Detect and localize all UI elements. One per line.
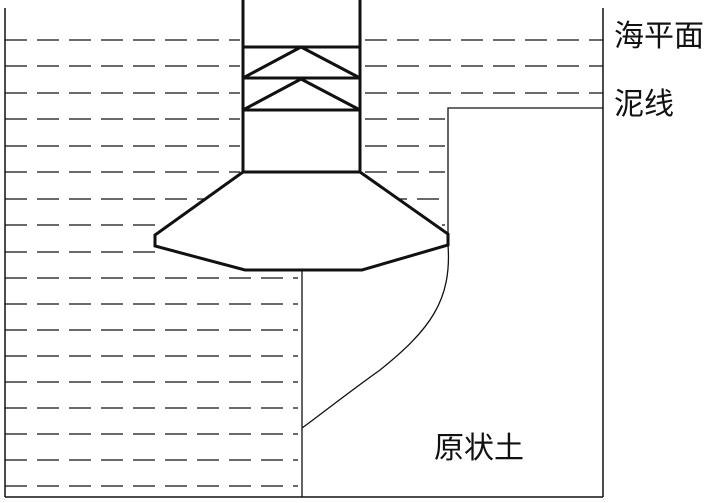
mudline-label: 泥线 <box>614 87 674 122</box>
water-dashes-left <box>5 39 298 487</box>
water-dashes-right <box>365 39 603 226</box>
undisturbed-soil-label: 原状土 <box>434 431 524 466</box>
sea-level-label: 海平面 <box>614 19 704 54</box>
mudline <box>447 107 603 240</box>
jacket-leg <box>241 0 362 172</box>
soil-failure-curve <box>301 244 450 429</box>
spudcan <box>153 170 450 272</box>
